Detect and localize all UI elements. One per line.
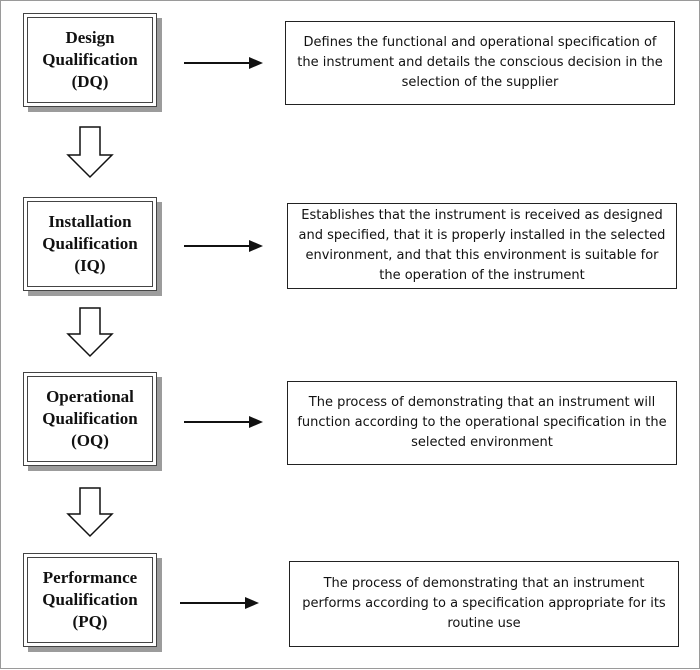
description-text: The process of demonstrating that an ins… [297, 395, 667, 450]
description-box-oq: The process of demonstrating that an ins… [287, 381, 677, 465]
arrow-down-iq-to-oq [66, 307, 114, 358]
stage-label-pq: Performance Qualification (PQ) [27, 557, 153, 643]
stage-name: Installation [48, 212, 132, 231]
stage-qualifier: Qualification [42, 590, 138, 609]
arrow-right-dq [184, 57, 263, 69]
description-box-dq: Defines the functional and operational s… [285, 21, 675, 105]
stage-box-oq: Operational Qualification (OQ) [23, 372, 157, 466]
stage-qualifier: Qualification [42, 234, 138, 253]
arrow-down-oq-to-pq [66, 487, 114, 538]
arrow-down-dq-to-iq [66, 126, 114, 179]
stage-qualifier: Qualification [42, 409, 138, 428]
description-text: The process of demonstrating that an ins… [302, 576, 666, 631]
stage-label-oq: Operational Qualification (OQ) [27, 376, 153, 462]
description-box-pq: The process of demonstrating that an ins… [289, 561, 679, 647]
description-text: Defines the functional and operational s… [297, 35, 663, 90]
stage-abbrev: (PQ) [72, 612, 108, 631]
stage-label-dq: Design Qualification (DQ) [27, 17, 153, 103]
description-text: Establishes that the instrument is recei… [298, 208, 666, 283]
stage-abbrev: (IQ) [74, 256, 106, 275]
stage-name: Design [65, 28, 115, 47]
arrow-right-iq [184, 240, 263, 252]
stage-box-dq: Design Qualification (DQ) [23, 13, 157, 107]
arrow-right-pq [180, 597, 259, 609]
stage-box-iq: Installation Qualification (IQ) [23, 197, 157, 291]
stage-name: Performance [42, 568, 138, 587]
stage-label-iq: Installation Qualification (IQ) [27, 201, 153, 287]
description-box-iq: Establishes that the instrument is recei… [287, 203, 677, 289]
stage-abbrev: (OQ) [71, 431, 109, 450]
stage-box-pq: Performance Qualification (PQ) [23, 553, 157, 647]
arrow-right-oq [184, 416, 263, 428]
stage-name: Operational [46, 387, 134, 406]
stage-abbrev: (DQ) [71, 72, 109, 91]
stage-qualifier: Qualification [42, 50, 138, 69]
